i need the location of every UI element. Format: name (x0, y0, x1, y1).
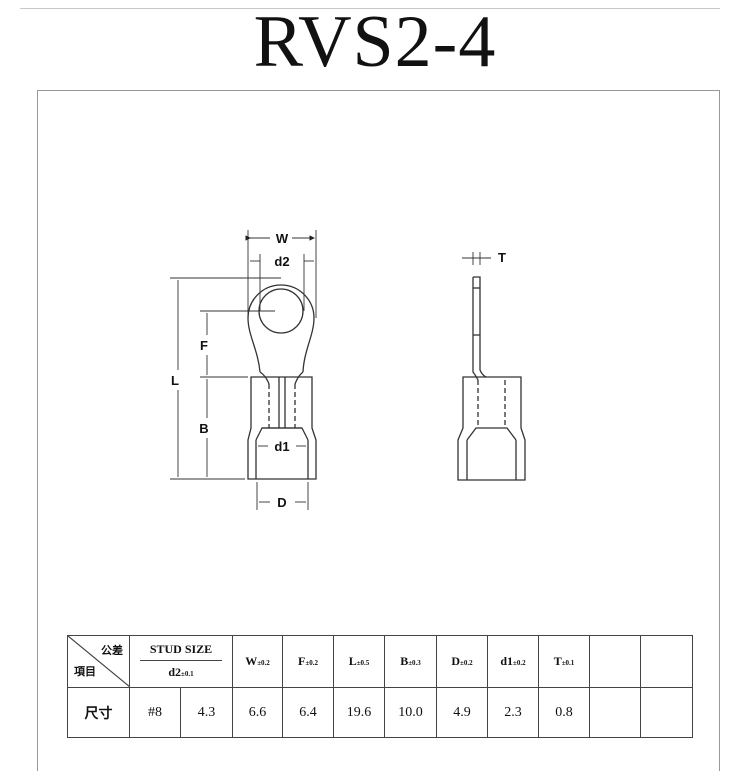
dim-label-d1: d1 (274, 439, 289, 454)
side-view (457, 276, 526, 481)
header-B: B±0.3 (384, 635, 437, 688)
tongue-strip (472, 276, 487, 381)
header-L: L±0.5 (333, 635, 385, 688)
header-empty (640, 635, 693, 688)
corner-item-label: 項目 (74, 666, 96, 678)
row-label: 尺寸 (67, 687, 130, 738)
table-header-row: 公差 項目 STUD SIZE d2±0.1 W±0.2 F±0.2 L±0.5… (67, 635, 693, 688)
dim-label-L: L (171, 373, 179, 388)
corner-tolerance-label: 公差 (101, 645, 123, 657)
dim-label-d2: d2 (274, 254, 289, 269)
table-row: 尺寸 #8 4.3 6.6 6.4 19.6 10.0 4.9 2.3 0.8 (67, 687, 693, 738)
cell-W: 6.6 (232, 687, 283, 738)
ring-tongue-outline (247, 284, 315, 373)
header-d1: d1±0.2 (487, 635, 539, 688)
cell-empty (589, 687, 641, 738)
top-rule (20, 8, 720, 9)
corner-cell: 公差 項目 (67, 635, 130, 688)
cell-T: 0.8 (538, 687, 590, 738)
cell-L: 19.6 (333, 687, 385, 738)
cell-stud: #8 (129, 687, 181, 738)
header-empty (589, 635, 641, 688)
stud-size-label: STUD SIZE (140, 642, 222, 661)
header-D: D±0.2 (436, 635, 488, 688)
header-F: F±0.2 (282, 635, 334, 688)
dim-label-F: F (200, 338, 208, 353)
cell-B: 10.0 (384, 687, 437, 738)
cell-d1: 2.3 (487, 687, 539, 738)
cell-empty (640, 687, 693, 738)
dim-label-B: B (199, 421, 208, 436)
header-W: W±0.2 (232, 635, 283, 688)
stud-size-header: STUD SIZE d2±0.1 (129, 635, 233, 688)
cell-F: 6.4 (282, 687, 334, 738)
header-T: T±0.1 (538, 635, 590, 688)
drawing-frame (37, 90, 720, 771)
cell-D: 4.9 (436, 687, 488, 738)
terminal-drawing: W d2 L F B d1 D T (170, 230, 526, 510)
front-dimensions (170, 230, 317, 510)
d2-tolerance: ±0.1 (181, 670, 194, 678)
d2-label: d2 (168, 665, 182, 679)
dim-label-T: T (498, 250, 506, 265)
cell-d2: 4.3 (180, 687, 233, 738)
dim-label-W: W (276, 231, 289, 246)
side-sleeve (457, 376, 526, 481)
spec-table: 公差 項目 STUD SIZE d2±0.1 W±0.2 F±0.2 L±0.5… (67, 635, 693, 738)
dim-label-D: D (277, 495, 286, 510)
sleeve-outline (247, 376, 317, 480)
part-title: RVS2-4 (253, 1, 497, 83)
